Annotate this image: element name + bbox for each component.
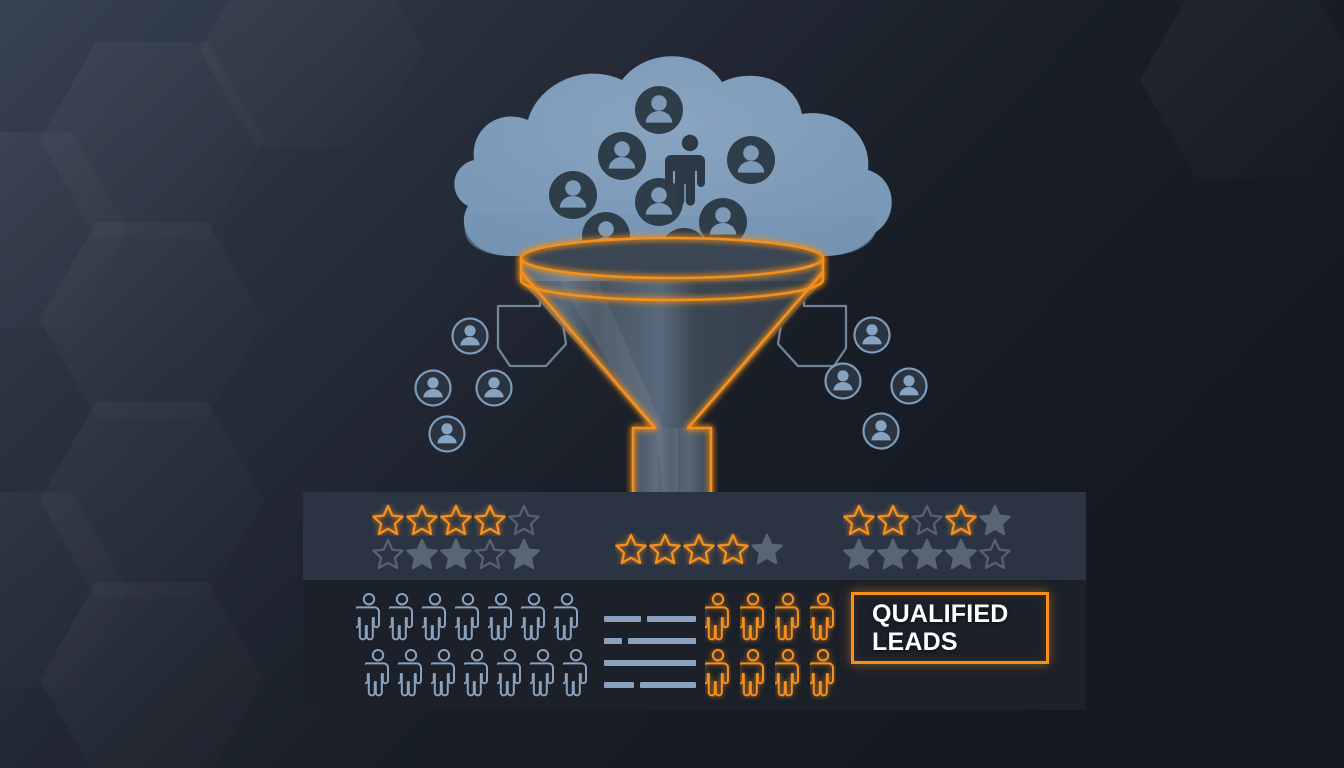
star-grey-filled [751,533,783,565]
people-row [365,648,589,700]
bar-row [604,638,696,644]
qualified-leads-line1: QUALIFIED [872,600,1009,628]
bar-segment [604,638,622,644]
star-orange-outline [615,533,647,565]
person-icon [398,649,422,697]
person-icon [488,593,512,641]
person-icon [431,649,455,697]
star-grey-filled [877,538,909,570]
person-icon [810,649,834,697]
person-icon [775,593,799,641]
person-icon [705,649,729,697]
star-row [372,504,540,536]
star-orange-outline [877,504,909,536]
bar-segment [628,638,696,644]
bar-segment [604,660,696,666]
bar-segment [604,682,634,688]
bar-segment [640,682,696,688]
rating-left [372,504,540,570]
star-row [615,533,783,565]
person-icon [455,593,479,641]
star-grey-outline [911,504,943,536]
person-icon [497,649,521,697]
star-orange-outline [474,504,506,536]
star-grey-filled [843,538,875,570]
bar-row [604,682,696,688]
star-orange-outline [945,504,977,536]
rating-middle [615,533,783,565]
person-icon [530,649,554,697]
star-row [843,504,1011,536]
person-icon [705,593,729,641]
star-row [372,538,540,570]
person-icon [554,593,578,641]
star-grey-filled [979,504,1011,536]
person-icon [810,593,834,641]
star-orange-outline [372,504,404,536]
star-row [843,538,1011,570]
star-grey-filled [440,538,472,570]
qualified-people [705,592,836,700]
person-icon [365,649,389,697]
unqualified-people [356,592,589,700]
person-icon [740,593,764,641]
star-grey-filled [406,538,438,570]
bar-segment [604,616,642,622]
star-grey-outline [474,538,506,570]
star-orange-outline [683,533,715,565]
qualified-leads-line2: LEADS [872,628,958,656]
bar-row [604,616,696,622]
qualified-leads-callout[interactable]: QUALIFIED LEADS [851,592,1049,664]
person-icon [775,649,799,697]
bar-row [604,660,696,666]
star-orange-outline [440,504,472,536]
people-row [356,592,589,644]
bar-segment [647,616,696,622]
people-row [705,592,836,644]
person-icon [356,593,380,641]
star-orange-outline [717,533,749,565]
star-grey-filled [508,538,540,570]
person-icon [740,649,764,697]
person-icon [464,649,488,697]
star-orange-outline [406,504,438,536]
lead-detail-bars [604,616,696,704]
star-orange-outline [843,504,875,536]
star-grey-filled [911,538,943,570]
person-icon [563,649,587,697]
star-grey-outline [979,538,1011,570]
person-icon [422,593,446,641]
star-grey-filled [945,538,977,570]
people-row [705,648,836,700]
person-icon [389,593,413,641]
star-orange-outline [649,533,681,565]
leads-panel [303,580,1086,710]
star-grey-outline [508,504,540,536]
rating-right [843,504,1011,570]
person-icon [521,593,545,641]
star-grey-outline [372,538,404,570]
